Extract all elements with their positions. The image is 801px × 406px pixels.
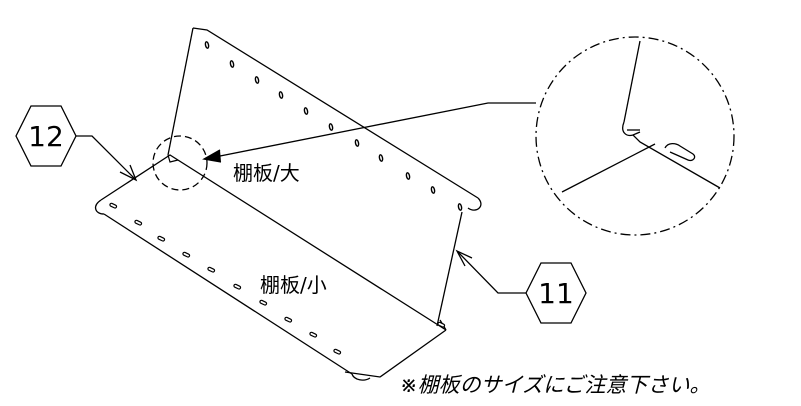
shelf-large-label: 棚板/大 [233,161,300,185]
callout-12: 12 [15,105,138,182]
joint-bracket [167,154,179,163]
size-caution-note: ※棚板のサイズにご注意下さい。 [400,373,711,397]
shelf-large-slots [204,41,463,211]
shelf-large-part [167,27,482,331]
shelf-small-part [94,154,447,381]
callout-11: 11 [455,249,587,324]
detail-view [535,36,735,236]
detail-view-circle [535,36,735,236]
shelf-small-slots [109,202,446,355]
callout-11-label: 11 [538,277,574,310]
callout-12-label: 12 [28,120,64,153]
detail-marker-circle [152,135,208,191]
shelf-small-label: 棚板/小 [260,273,327,297]
detail-leader [202,102,536,163]
